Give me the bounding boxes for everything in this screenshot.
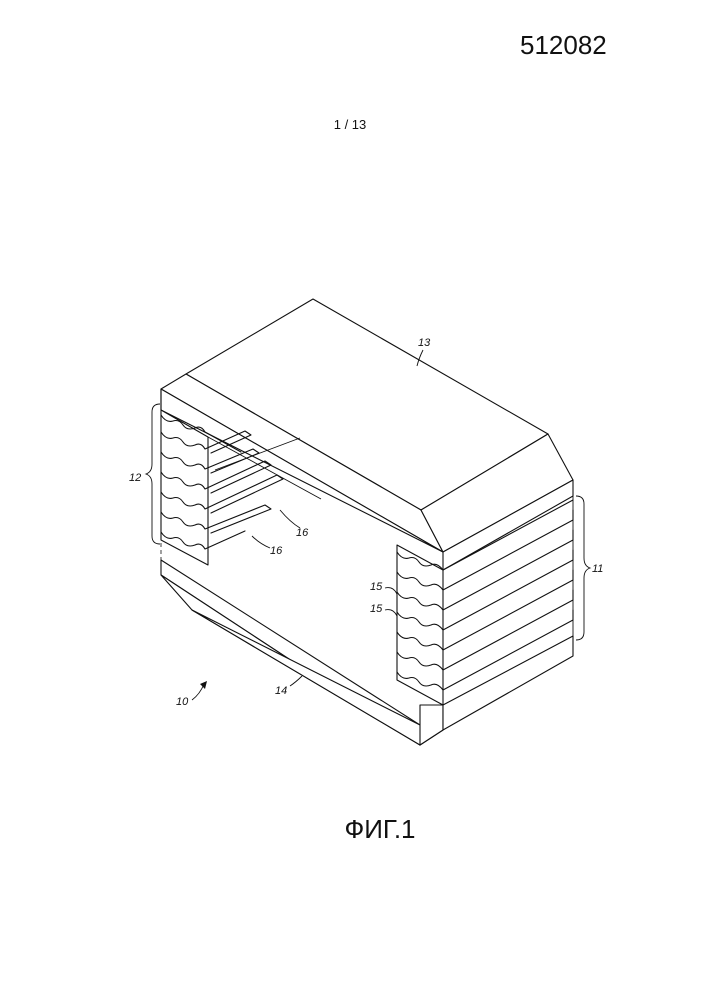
label-11: 11 [592,563,603,575]
label-13: 13 [418,337,431,349]
leader-16-lower [252,536,270,548]
label-15-upper: 15 [370,581,383,593]
label-14: 14 [275,685,287,697]
label-10: 10 [176,696,189,708]
top-plate [161,299,573,570]
leader-14 [290,676,302,686]
right-stack-brace [576,496,590,640]
leader-15-upper [385,588,397,594]
left-stack-brace [146,404,160,544]
left-stack-front [161,410,208,565]
leader-15-lower [385,610,397,616]
bottom-plate-end-face [420,705,443,745]
label-12: 12 [129,472,141,484]
leader-16-upper [280,510,300,528]
label-15-lower: 15 [370,603,383,615]
bottom-plate-end-block [443,636,573,730]
label-16-lower: 16 [270,545,283,557]
leader-10-arrowhead [200,681,207,689]
label-16-upper: 16 [296,527,309,539]
leader-10 [192,684,204,700]
figure-caption: ФИГ.1 [280,814,480,845]
bottom-plate [161,560,573,745]
